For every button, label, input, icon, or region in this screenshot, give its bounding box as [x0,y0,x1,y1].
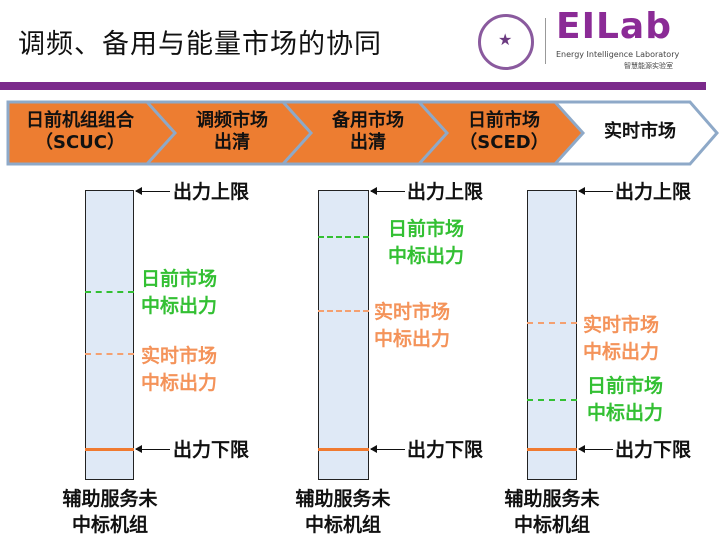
day-ahead-label-1: 日前市场 中标出力 [141,268,218,317]
day-ahead-line-1 [85,291,134,293]
lower-limit-label-3: 出力下限 [615,439,692,461]
upper-limit-label-2: 出力上限 [407,181,484,203]
upper-arrow-3 [578,187,613,195]
step-label-reserve: 备用市场 出清 [332,110,404,153]
real-time-label-2: 实时市场 中标出力 [374,301,451,350]
lower-arrow-3 [578,445,613,453]
upper-limit-label-1: 出力上限 [173,181,250,203]
slide-title: 调频、备用与能量市场的协同 [18,29,382,60]
day-ahead-line-2 [318,236,369,238]
real-time-label-1: 实时市场 中标出力 [141,345,218,394]
unit-bar-3 [527,190,577,480]
upper-limit-label-3: 出力上限 [615,181,692,203]
unit-bar-1 [85,190,134,480]
real-time-line-1 [85,353,134,355]
logo-divider [545,18,546,64]
real-time-label-3: 实时市场 中标出力 [583,314,660,363]
step-chevron-5 [551,100,719,166]
min-output-line-2 [318,448,369,451]
upper-arrow-2 [370,187,405,195]
unit-caption-2: 辅助服务未 中标机组 [295,488,391,536]
lower-arrow-2 [370,445,405,453]
day-ahead-label-3: 日前市场 中标出力 [587,375,664,424]
lower-limit-label-1: 出力下限 [173,439,250,461]
lower-limit-label-2: 出力下限 [407,439,484,461]
real-time-line-2 [318,310,369,312]
header-bar [0,82,706,90]
step-label-realtime: 实时市场 [604,121,676,142]
unit-caption-3: 辅助服务未 中标机组 [504,488,600,536]
day-ahead-label-2: 日前市场 中标出力 [388,218,465,267]
logo-chinese-name: 智慧能源实验室 [624,62,673,70]
min-output-line-3 [527,448,577,451]
day-ahead-line-3 [527,399,577,401]
eilab-logo: EILab [556,6,672,47]
university-seal-logo [478,14,534,70]
unit-caption-1: 辅助服务未 中标机组 [62,488,158,536]
min-output-line-1 [85,448,134,451]
lower-arrow-1 [135,445,170,453]
upper-arrow-1 [135,187,170,195]
step-label-sced: 日前市场 （SCED） [459,110,549,153]
unit-bar-2 [318,190,369,480]
step-label-regulation: 调频市场 出清 [196,110,268,153]
logo-english-name: Energy Intelligence Laboratory [556,50,680,59]
real-time-line-3 [527,322,577,324]
process-chevrons [6,100,719,166]
step-label-scuc: 日前机组组合 （SCUC） [26,110,134,153]
